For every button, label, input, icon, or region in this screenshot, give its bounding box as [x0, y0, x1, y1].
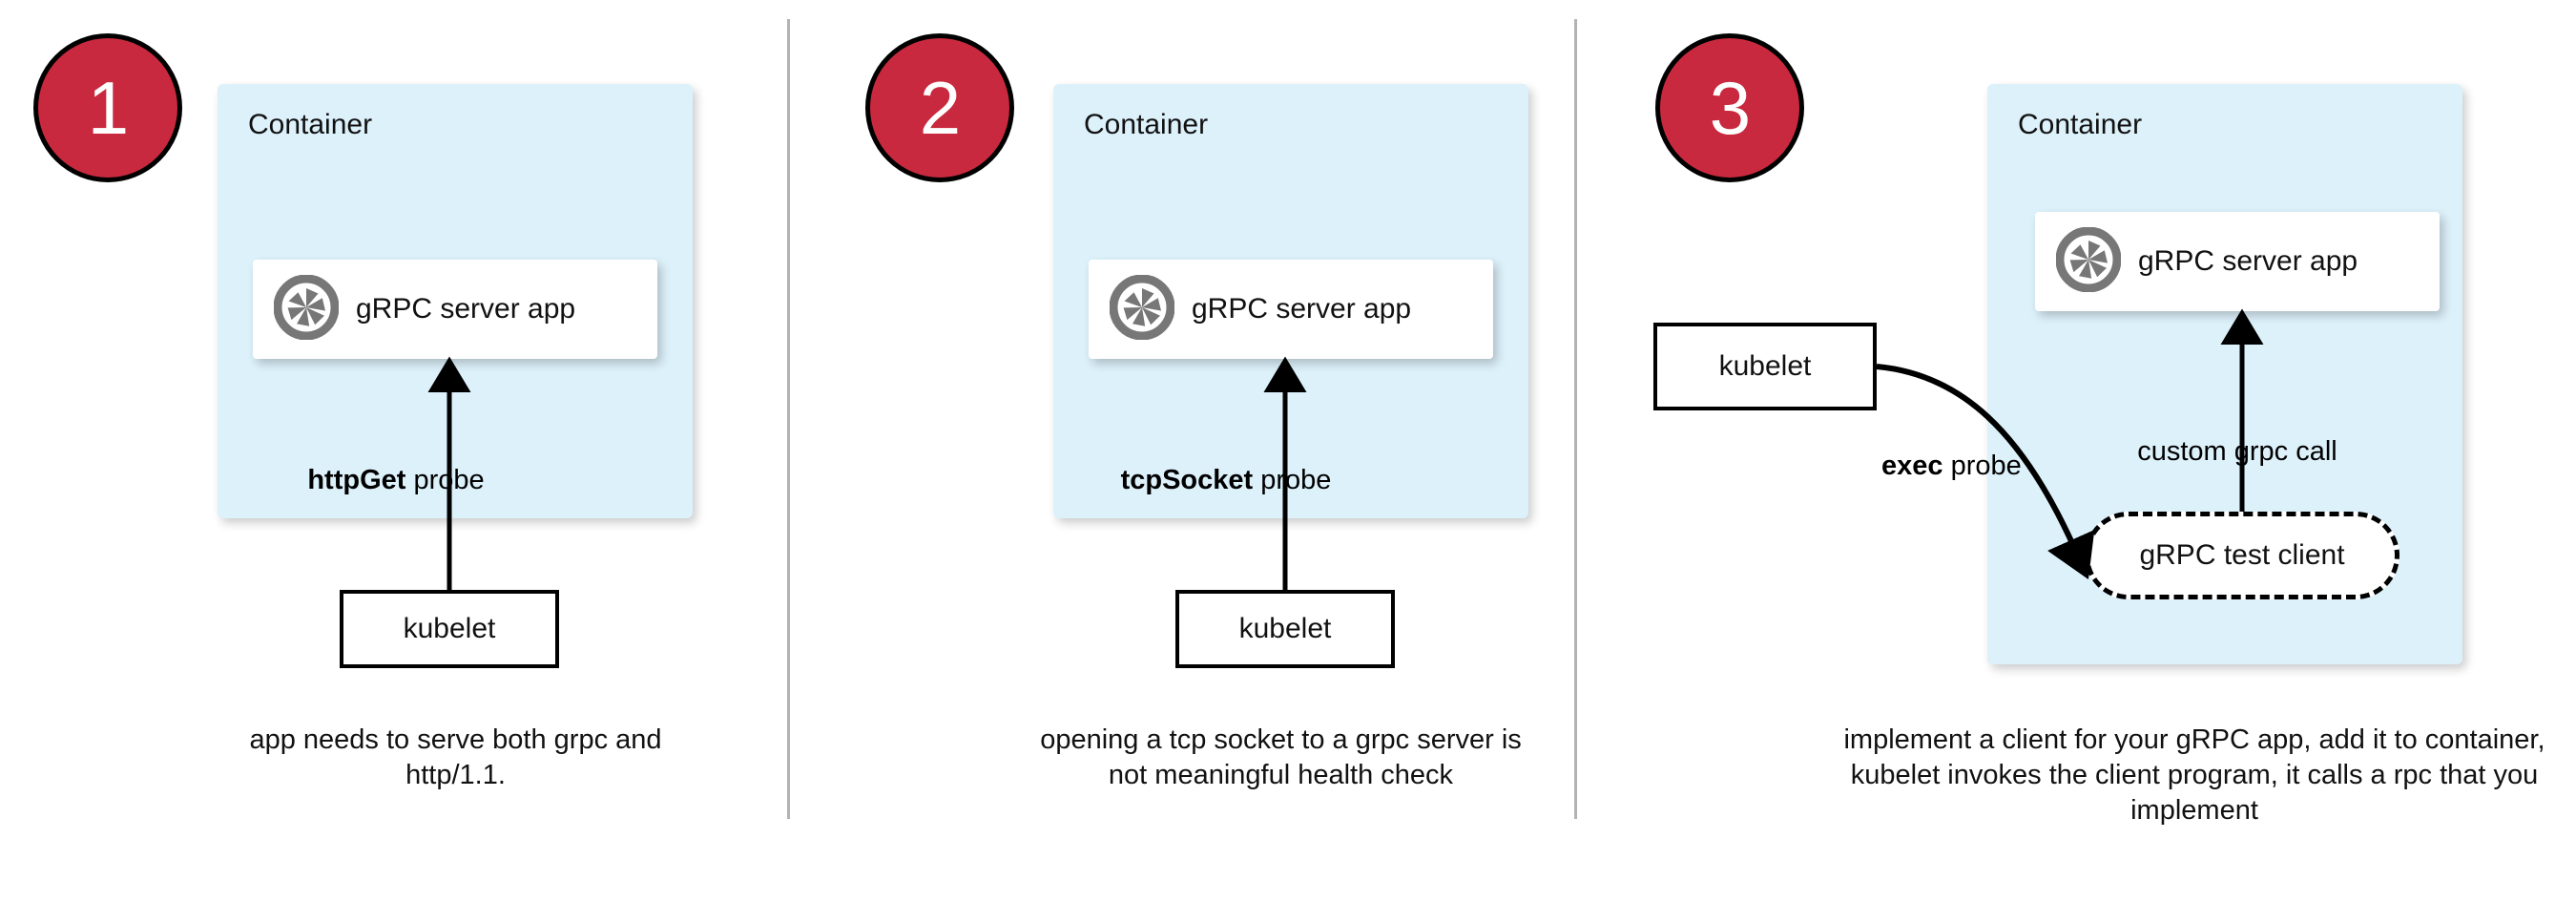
step-badge-1: 1: [33, 33, 182, 182]
grpc-server-app-label-2: gRPC server app: [1192, 293, 1412, 325]
probe-suffix-2: probe: [1253, 465, 1332, 495]
step-badge-2: 2: [865, 33, 1014, 182]
probe-name-2: tcpSocket: [1120, 465, 1254, 495]
httpget-probe-label: httpGet probe: [253, 465, 539, 496]
container-label-2: Container: [1084, 109, 1209, 140]
grpc-server-app-card-1: gRPC server app: [253, 260, 657, 359]
kubelet-box-2: kubelet: [1175, 590, 1395, 668]
grpc-server-app-label-1: gRPC server app: [356, 293, 576, 325]
container-label-3: Container: [2018, 109, 2143, 140]
container-label-1: Container: [248, 109, 373, 140]
panel-caption-2: opening a tcp socket to a grpc server is…: [1040, 724, 1522, 791]
probe-name-1: httpGet: [307, 465, 406, 495]
panel-divider-1: [787, 19, 790, 819]
grpc-aperture-icon: [1109, 274, 1175, 345]
grpc-server-app-card-3: gRPC server app: [2035, 212, 2440, 311]
custom-grpc-call-label: custom grpc call: [2137, 436, 2337, 467]
tcpsocket-probe-label: tcpSocket probe: [1069, 465, 1383, 496]
grpc-server-app-card-2: gRPC server app: [1089, 260, 1493, 359]
panel-divider-2: [1574, 19, 1577, 819]
step-badge-3: 3: [1655, 33, 1804, 182]
kubelet-box-1: kubelet: [340, 590, 559, 668]
panel-caption-1: app needs to serve both grpc and http/1.…: [249, 724, 662, 791]
grpc-aperture-icon: [2055, 226, 2122, 297]
probe-suffix-3: probe: [1942, 451, 2022, 481]
grpc-server-app-label-3: gRPC server app: [2138, 245, 2358, 277]
kubelet-box-3: kubelet: [1653, 323, 1877, 410]
exec-probe-label: exec probe: [1881, 451, 2101, 482]
grpc-test-client-box: gRPC test client: [2085, 512, 2399, 599]
grpc-aperture-icon: [273, 274, 340, 345]
probe-name-3: exec: [1881, 451, 1943, 481]
probe-suffix-1: probe: [405, 465, 485, 495]
panel-caption-3: implement a client for your gRPC app, ad…: [1843, 724, 2545, 827]
